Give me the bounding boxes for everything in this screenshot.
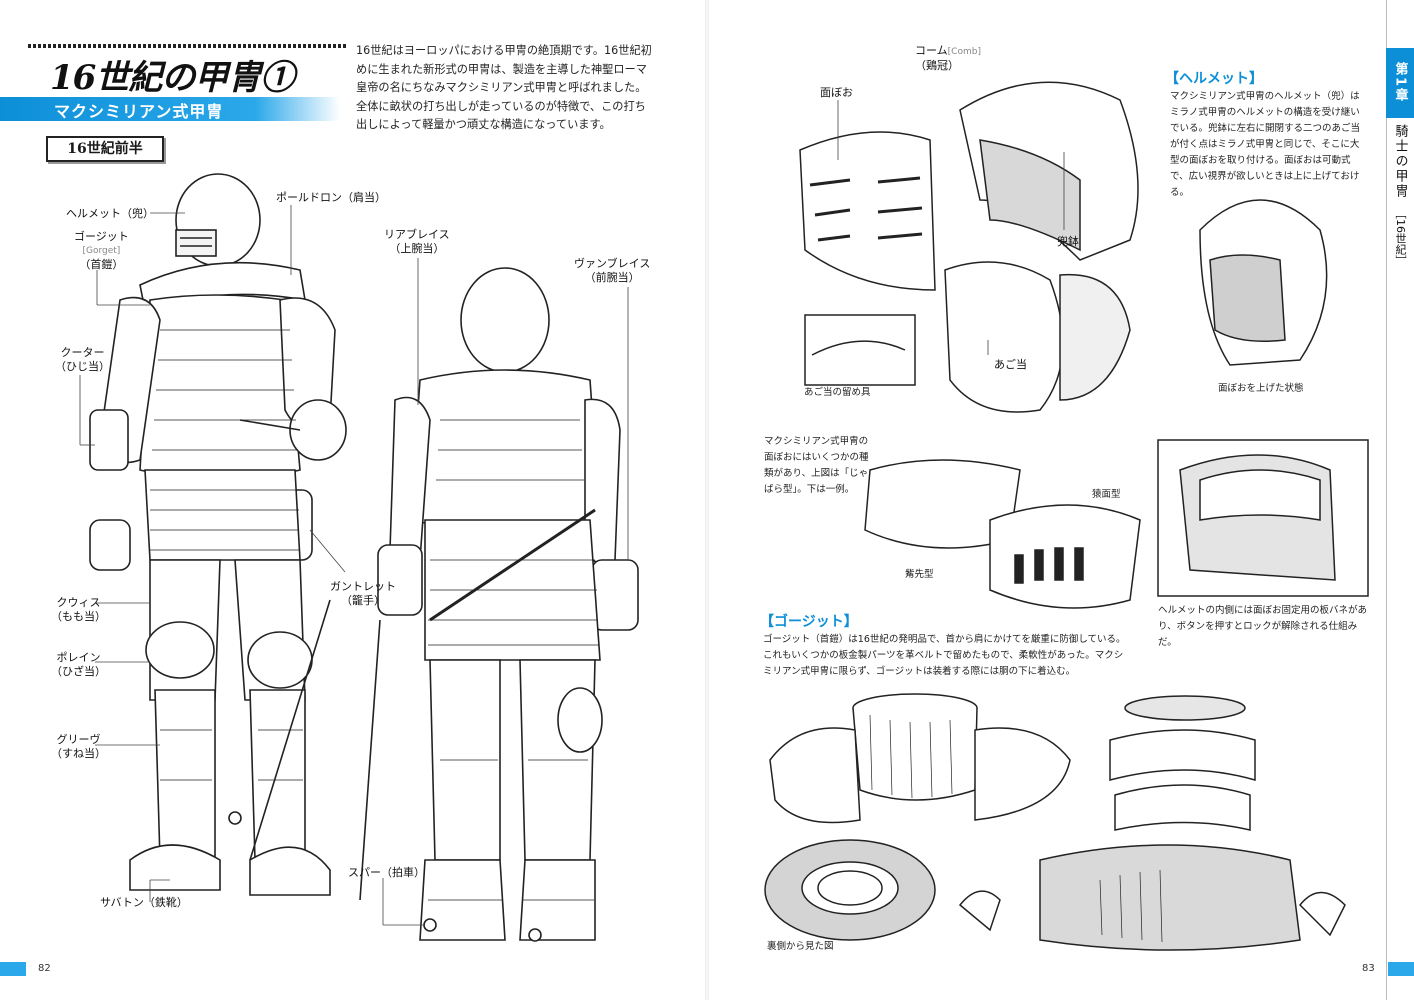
page-number-right: 83 [1362,963,1375,974]
label-poleyn: ポレイン （ひざ当） [51,651,106,678]
visor-monkey-type [989,504,1141,609]
label-vambrace: ヴァンブレイス （前腕当） [574,257,651,284]
book-gutter [705,0,709,1000]
label-visor: 面ぼお [820,86,853,99]
page-number-left: 82 [38,963,51,974]
visor-types-text: マクシミリアン式甲冑の面ぼおにはいくつかの種類があり、上図は「じゃばら型」。下は… [764,436,869,495]
label-rerebrace: リアブレイス （上腕当） [384,228,450,255]
label-visor-raised: 面ぼおを上げた状態 [1218,383,1304,394]
helmet-text: マクシミリアン式甲冑のヘルメット（兜）はミラノ式甲冑のヘルメットの構造を受け継い… [1170,91,1361,198]
label-visor-type-a: 猿面型 [1092,489,1121,500]
label-bevor: あご当 [994,358,1027,371]
label-spur: スパー（拍車） [348,866,425,879]
page-title: 16世紀の甲冑① [50,58,294,98]
subtitle-bar [0,97,340,121]
armor-illustration [79,173,639,942]
page-tab-left [0,962,26,976]
page-tab-right [1388,962,1414,976]
heading-helmet: 【ヘルメット】 [1165,71,1263,87]
intro-text: 16世紀はヨーロッパにおける甲冑の絶頂期です。16世紀初めに生まれた新形式の甲冑… [356,44,652,131]
label-gorget: ゴージット [Gorget] （首鎧） [74,230,129,271]
page-subtitle: マクシミリアン式甲冑 [54,102,224,121]
helmet-bevor [944,261,1064,413]
label-comb: コーム[Comb] （鶏冠） [915,44,981,72]
chapter-label: 第1章 [1386,48,1414,118]
label-helmet: ヘルメット（兜） [66,207,154,220]
chapter-side-tab: 第1章 騎士の甲冑 ［16世紀］ [1386,48,1414,344]
label-bevor-fastener: あご当の留め具 [804,387,871,398]
heading-gorget: 【ゴージット】 [760,614,858,630]
label-greave: グリーヴ （すね当） [51,733,106,760]
label-pauldron: ポールドロン（肩当） [276,191,386,204]
section-tag: 16世紀前半 [46,136,164,162]
label-gorget-underside: 裏側から見た図 [767,941,834,952]
label-gauntlet: ガントレット （籠手） [330,580,396,607]
label-sabaton: サバトン（鉄靴） [100,896,188,909]
side-divider [1386,0,1387,1000]
title-rule [28,44,346,48]
label-cuisse: クウィス （もも当） [51,596,106,623]
helmet-visor [799,131,936,291]
label-skull: 兜鉢 [1057,235,1079,248]
label-couter: クーター （ひじ当） [55,346,110,373]
chapter-era: ［16世紀］ [1394,208,1407,266]
gorget-text: ゴージット（首鎧）は16世紀の発明品で、首から肩にかけてを厳重に防御している。こ… [763,634,1126,677]
inner-text: ヘルメットの内側には面ぼお固定用の板バネがあり、ボタンを押すとロックが解除される… [1158,605,1368,648]
chapter-name: 騎士の甲冑 [1392,124,1408,199]
label-visor-type-b: 觜先型 [905,569,934,580]
